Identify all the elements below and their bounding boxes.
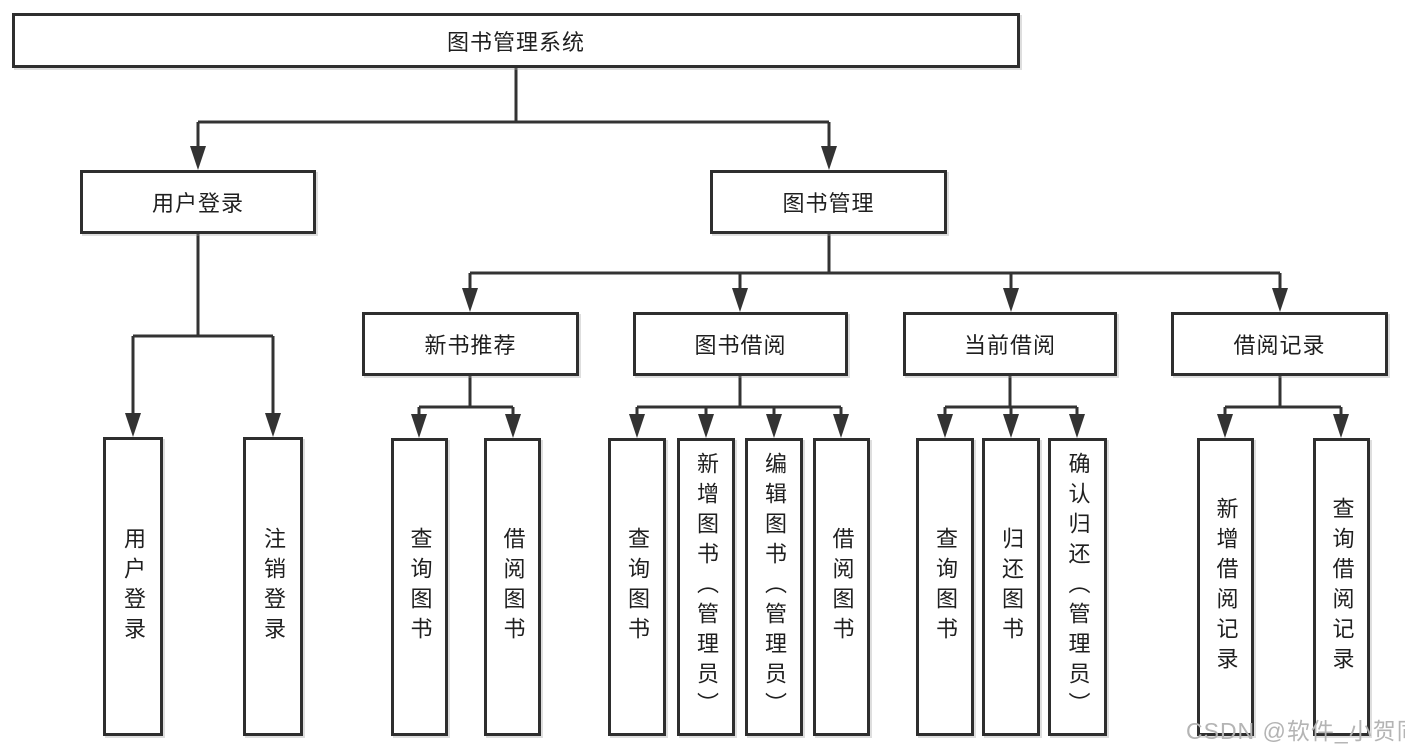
leaf-query-borrow-record: 查询借阅记录 xyxy=(1313,438,1370,736)
node-label: 查询图书 xyxy=(625,527,650,647)
node-label: 图书管理系统 xyxy=(446,29,585,55)
node-label: 查询借阅记录 xyxy=(1329,497,1355,677)
leaf-query-books-recommend: 查询图书 xyxy=(391,438,448,736)
leaf-borrow-books-borrowing: 借阅图书 xyxy=(813,438,870,736)
leaf-logout: 注销登录 xyxy=(243,437,303,736)
leaf-user-login: 用户登录 xyxy=(103,437,163,736)
leaf-borrow-books-recommend: 借阅图书 xyxy=(484,438,541,736)
node-book-management: 图书管理 xyxy=(710,170,947,234)
node-book-borrowing: 图书借阅 xyxy=(633,312,848,376)
node-current-borrowing: 当前借阅 xyxy=(903,312,1117,376)
leaf-return-book: 归还图书 xyxy=(982,438,1040,736)
node-new-book-recommend: 新书推荐 xyxy=(362,312,579,376)
leaf-confirm-return-admin: 确认归还（管理员） xyxy=(1048,438,1107,736)
csdn-watermark: CSDN @软件_小贺同学 xyxy=(1186,718,1405,744)
node-label: 确认归还（管理员） xyxy=(1065,452,1091,722)
node-label: 借阅记录 xyxy=(1233,333,1326,358)
node-label: 新增图书（管理员） xyxy=(694,452,719,722)
node-label: 用户登录 xyxy=(151,191,244,216)
node-label: 新书推荐 xyxy=(424,333,517,358)
node-label: 新增借阅记录 xyxy=(1213,497,1239,677)
node-label: 借阅图书 xyxy=(500,527,526,647)
node-label: 借阅图书 xyxy=(829,527,855,647)
node-label: 图书管理 xyxy=(782,191,875,216)
node-borrow-records: 借阅记录 xyxy=(1171,312,1388,376)
node-label: 注销登录 xyxy=(261,526,286,647)
leaf-query-books-current: 查询图书 xyxy=(916,438,974,736)
node-label: 查询图书 xyxy=(933,527,958,647)
leaf-add-book-admin: 新增图书（管理员） xyxy=(677,438,735,736)
node-label: 用户登录 xyxy=(121,526,146,647)
node-user-login: 用户登录 xyxy=(80,170,316,234)
node-label: 编辑图书（管理员） xyxy=(762,452,787,722)
node-label: 当前借阅 xyxy=(963,333,1056,358)
leaf-add-borrow-record: 新增借阅记录 xyxy=(1197,438,1254,736)
node-label: 查询图书 xyxy=(407,527,433,647)
node-label: 归还图书 xyxy=(999,527,1024,647)
leaf-edit-book-admin: 编辑图书（管理员） xyxy=(745,438,803,736)
arrowheads xyxy=(125,146,1349,438)
node-label: 图书借阅 xyxy=(694,333,787,358)
leaf-query-books-borrowing: 查询图书 xyxy=(608,438,666,736)
node-root-system: 图书管理系统 xyxy=(12,13,1020,68)
